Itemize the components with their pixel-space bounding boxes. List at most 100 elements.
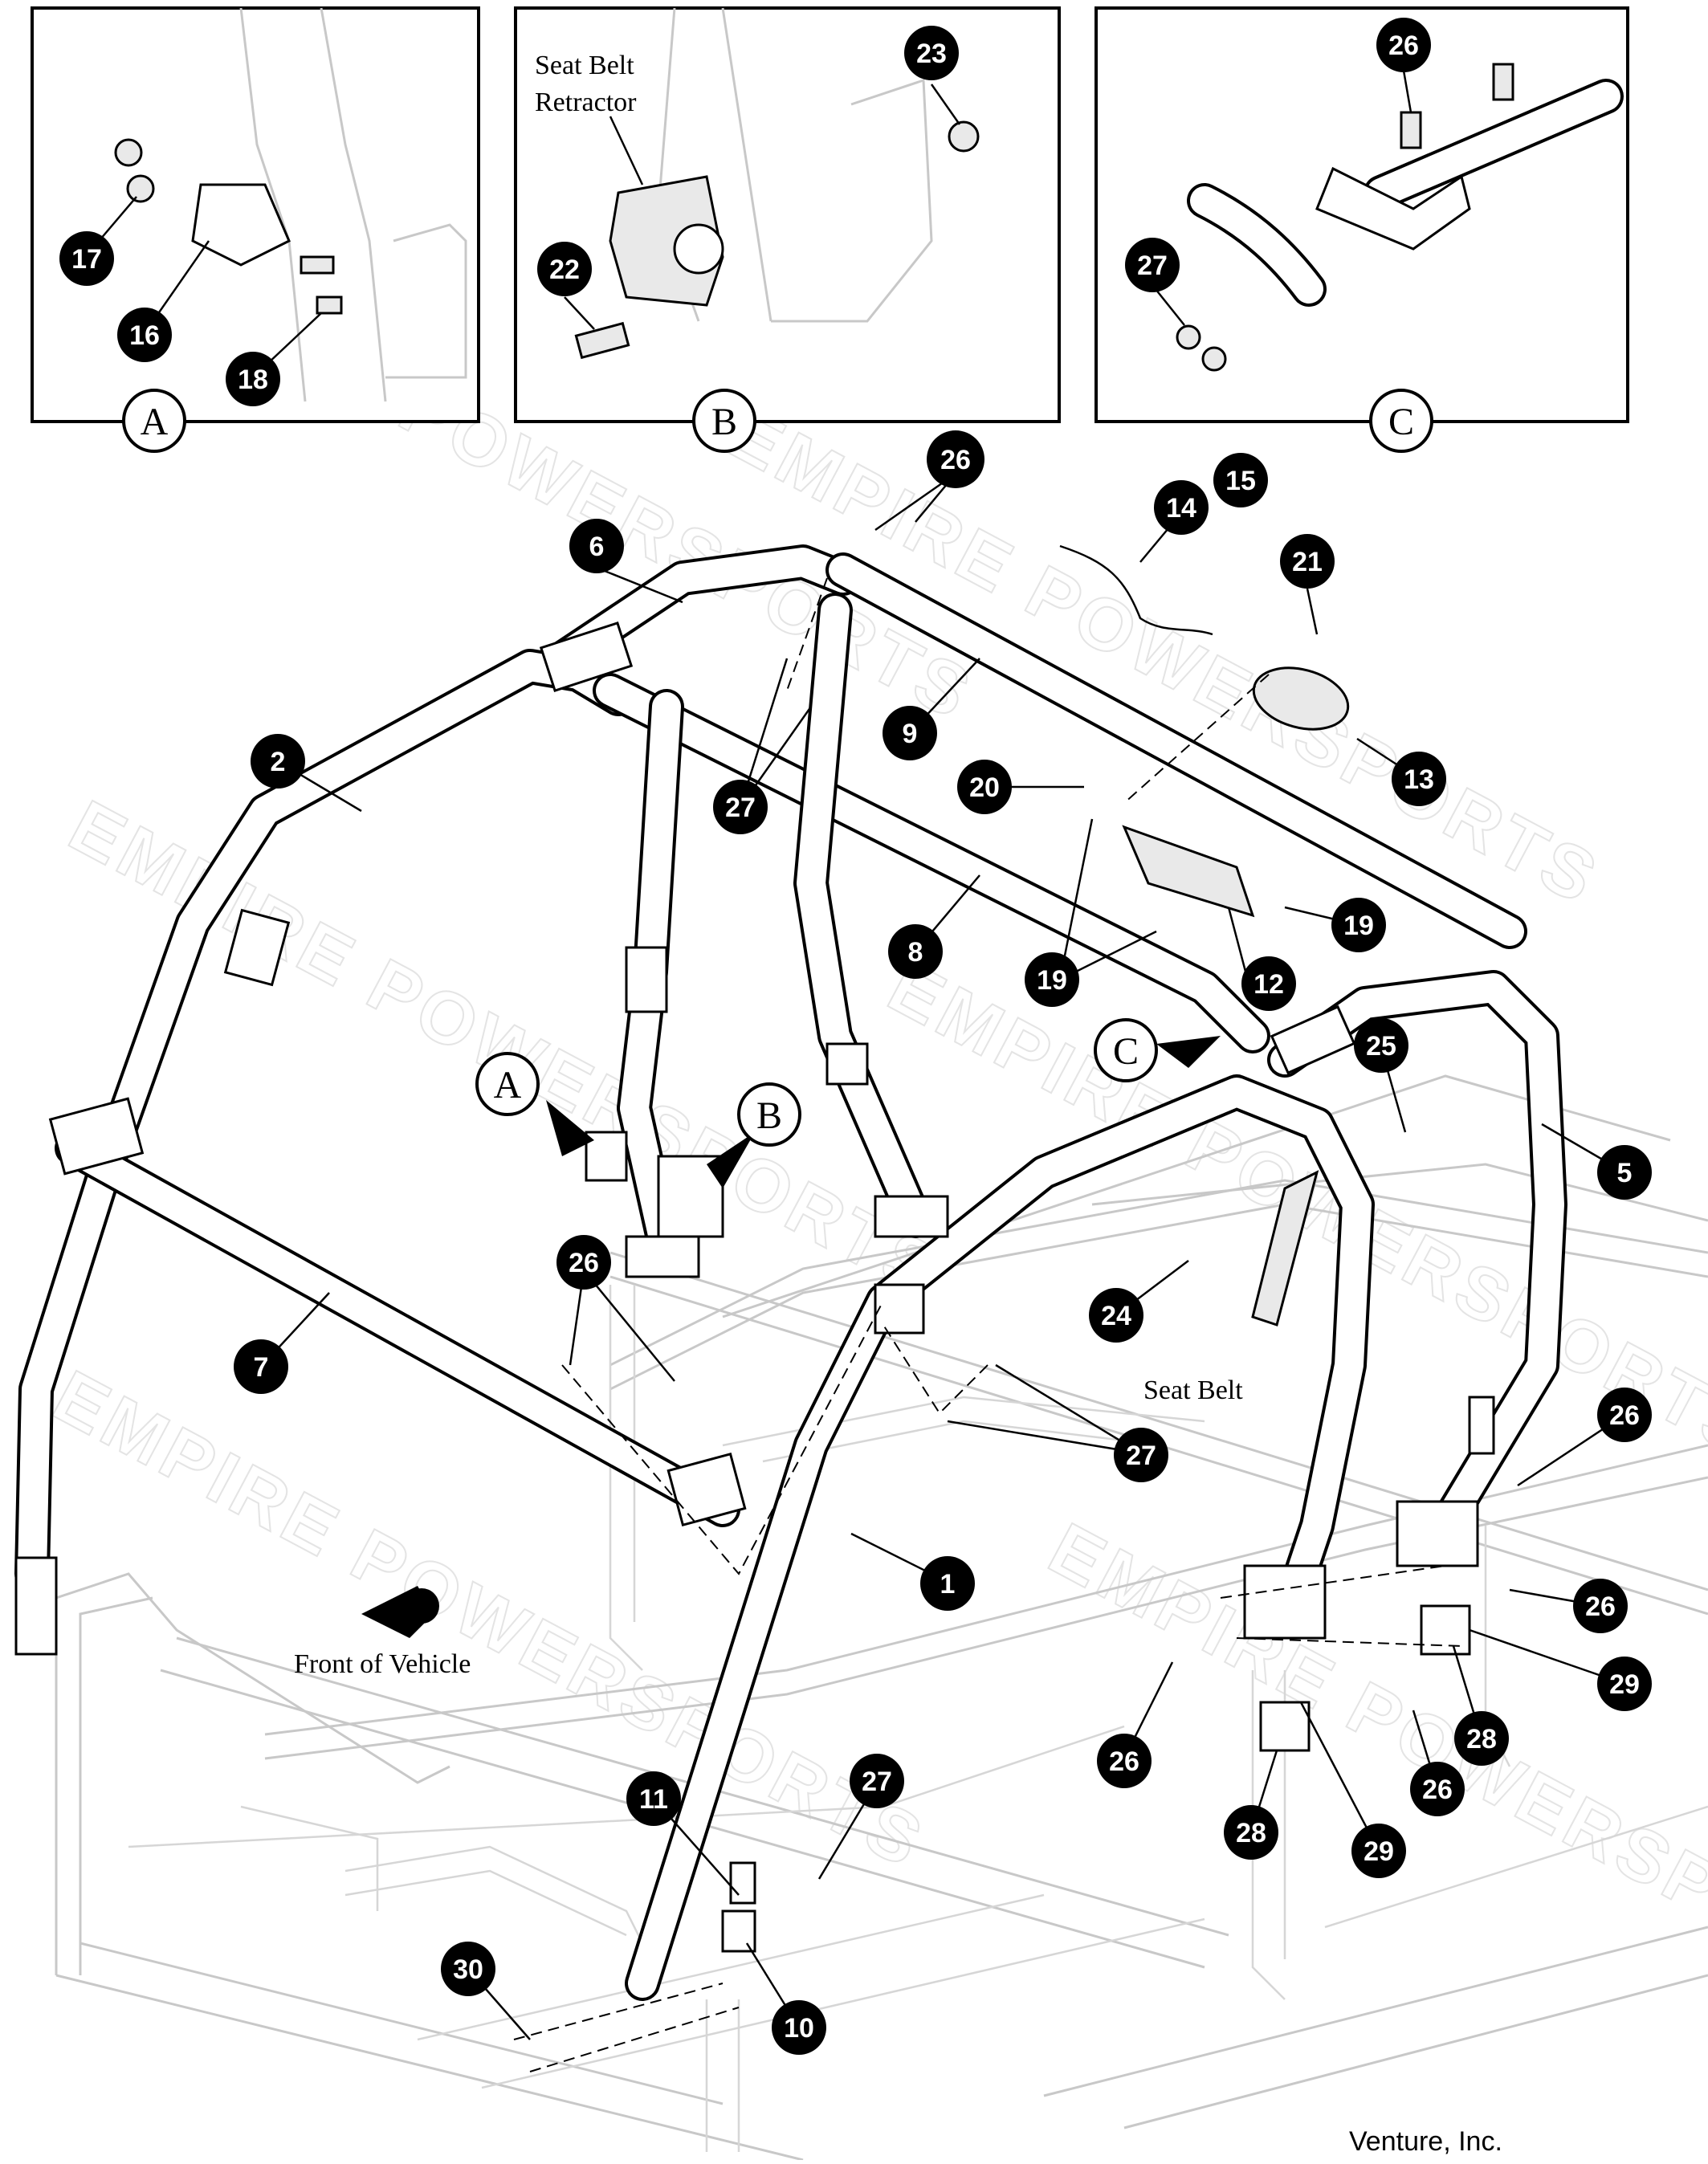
callout-27-top: 27 [713,780,768,834]
inset-c-bolt-top [1492,63,1514,101]
inset-a-bracket [191,183,291,267]
callout-30: 30 [441,1942,495,1996]
svg-text:20: 20 [969,772,1000,803]
detail-ref-b: B [756,1094,782,1137]
svg-text:27: 27 [1126,1441,1156,1471]
seat-belt-strap [1251,1170,1319,1327]
svg-text:15: 15 [1225,466,1256,496]
svg-text:26: 26 [1422,1775,1453,1805]
callout-26-mid-left: 26 [556,1235,611,1290]
svg-text:9: 9 [903,719,918,749]
svg-text:17: 17 [71,244,102,275]
seat-belt-label: Seat Belt [1143,1375,1243,1405]
svg-text:27: 27 [725,793,756,823]
svg-text:29: 29 [1364,1836,1394,1867]
inset-b: Seat Belt Retractor 23 22 B [514,6,1061,453]
svg-text:14: 14 [1166,493,1196,524]
inset-c-bolt-mid [1400,111,1422,149]
detail-ref-b-circle [737,1082,801,1147]
callout-2: 2 [251,734,305,789]
svg-text:23: 23 [916,39,947,69]
svg-text:2: 2 [271,747,286,777]
callout-14: 14 [1154,480,1209,535]
svg-text:24: 24 [1101,1301,1131,1331]
inset-a-letter-circle [122,389,186,453]
callout-19-left: 19 [1025,952,1079,1007]
bracket-foot-right [874,1195,949,1238]
svg-text:19: 19 [1037,965,1067,996]
inset-a-letter: A [141,401,169,443]
roll-cage [14,544,1567,2001]
callout-11: 11 [626,1771,681,1826]
callout-28-left: 28 [1224,1805,1278,1860]
callout-12: 12 [1241,956,1296,1011]
clamp-28-right [1420,1604,1471,1656]
inset-b-nut [948,120,980,153]
svg-text:16: 16 [129,320,160,351]
light-bracket-12 [1122,825,1255,918]
callout-21: 21 [1280,534,1335,589]
svg-text:8: 8 [908,937,923,968]
bracket-lower-cross [666,1453,747,1526]
inset-b-frame [514,6,1061,423]
bracket-front-left [48,1097,145,1176]
detail-ref-c-circle [1094,1018,1158,1082]
svg-text:25: 25 [1366,1031,1396,1062]
inset-b-letter-circle [692,389,756,453]
svg-text:28: 28 [1466,1724,1497,1754]
svg-text:6: 6 [589,532,605,562]
callout-10: 10 [772,2000,826,2055]
bracket-front-foot [14,1556,58,1656]
callout-25: 25 [1354,1018,1408,1073]
svg-text:26: 26 [1585,1591,1616,1622]
callout-22: 22 [537,242,592,296]
callout-26-lower-left: 26 [1097,1734,1152,1788]
clamp-28-left [1259,1701,1311,1752]
front-of-vehicle-label: Front of Vehicle [294,1649,471,1679]
inset-c: 26 27 C [1095,6,1629,453]
callout-20: 20 [957,760,1012,814]
svg-text:26: 26 [1609,1400,1640,1431]
svg-text:26: 26 [569,1248,599,1278]
callout-6: 6 [569,519,624,573]
svg-text:30: 30 [453,1954,483,1985]
svg-text:10: 10 [784,2013,814,2044]
callout-1: 1 [920,1556,975,1611]
bracket-top-right [1270,1005,1356,1075]
bracket-side-left [223,908,291,987]
main-callouts: 26 15 14 21 6 9 13 2 27 20 19 8 19 12 25… [234,430,1652,2055]
bracket-mid-cross [874,1283,925,1335]
svg-text:27: 27 [862,1767,892,1797]
bracket-lower-rear [1468,1396,1495,1455]
bracket-rear-right [1396,1500,1479,1567]
inset-a-nut-lower [126,174,155,203]
detail-ref-a: A [494,1064,522,1106]
inset-b-bolt [574,321,630,360]
bracket-top-left [539,621,634,692]
front-arrow-head-icon [404,1588,439,1624]
callout-27-mid: 27 [1114,1428,1168,1482]
callout-9: 9 [883,706,937,760]
inset-a-bolt-lower [316,295,343,315]
plate-11 [729,1861,756,1905]
svg-text:5: 5 [1617,1158,1633,1188]
callout-16: 16 [117,308,172,362]
inset-a: 17 16 18 A [31,6,480,453]
inset-c-letter: C [1388,401,1414,443]
bracket-seat-right [825,1042,869,1086]
svg-text:22: 22 [549,255,580,285]
svg-text:28: 28 [1236,1818,1266,1848]
svg-text:1: 1 [940,1569,956,1600]
svg-text:7: 7 [254,1352,269,1383]
svg-text:26: 26 [1109,1746,1139,1777]
seat-belt-retractor-label-1: Seat Belt [535,51,634,80]
svg-text:26: 26 [1388,31,1419,61]
detail-ref-a-circle [475,1052,540,1116]
plate-10 [721,1909,756,1953]
seat-belt-retractor-label-2: Retractor [535,88,637,117]
inset-a-bolt-upper [300,255,335,275]
callout-26-inset: 26 [1376,18,1431,72]
callout-26-right-mid: 26 [1573,1579,1628,1633]
inset-b-letter: B [711,401,737,443]
